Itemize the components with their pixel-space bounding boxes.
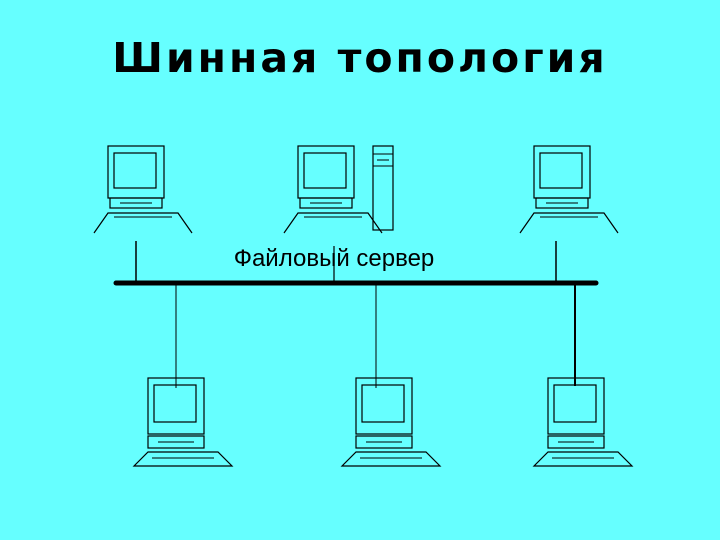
workstation-bottom-middle (341, 377, 441, 467)
workstation-top-left (93, 145, 193, 234)
server-tower-icon (372, 145, 394, 231)
computer-icon (519, 145, 619, 234)
computer-icon (93, 145, 193, 234)
computer-icon (341, 377, 441, 467)
workstation-bottom-right (533, 377, 633, 467)
workstation-top-right (519, 145, 619, 234)
computer-icon (283, 145, 383, 234)
computer-icon (133, 377, 233, 467)
computer-icon (533, 377, 633, 467)
slide-title: Шинная топология (112, 34, 608, 82)
workstation-bottom-left (133, 377, 233, 467)
workstation-top-middle (283, 145, 383, 234)
